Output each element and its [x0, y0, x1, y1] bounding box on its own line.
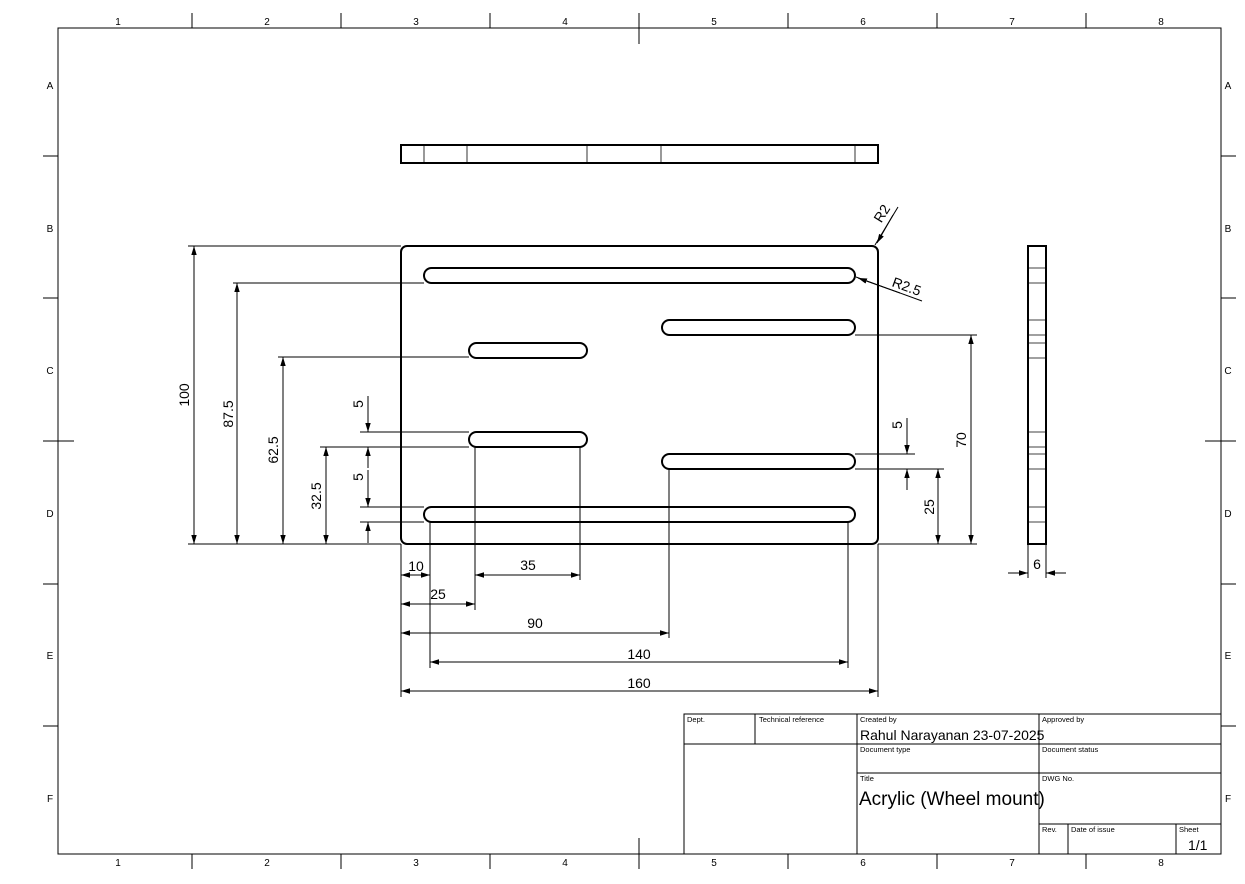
- row-label-left-d: D: [46, 509, 53, 520]
- sheet-label: Sheet: [1179, 825, 1200, 834]
- technical-reference-label: Technical reference: [759, 715, 824, 724]
- sheet-number: 1/1: [1188, 837, 1208, 853]
- zone-labels: 1 2 3 4 5 6 7 8 1 2 3 4 5 6 7 8 A B C D …: [46, 17, 1231, 869]
- dim-10: 10: [408, 558, 424, 574]
- dim-35: 35: [520, 557, 536, 573]
- col-label-bottom-2: 2: [264, 858, 270, 869]
- row-label-left-b: B: [47, 224, 54, 235]
- col-label-bottom-3: 3: [413, 858, 419, 869]
- dim-32-5: 32.5: [308, 482, 324, 509]
- created-by-value: Rahul Narayanan 23-07-2025: [860, 727, 1045, 743]
- col-label-top-3: 3: [413, 17, 419, 28]
- front-view: [400, 245, 879, 545]
- slot-top-long: [423, 267, 856, 284]
- row-label-right-d: D: [1224, 509, 1231, 520]
- dwg-no-label: DWG No.: [1042, 774, 1074, 783]
- plate-outline: [400, 245, 879, 545]
- slot-right-lower: [661, 453, 856, 470]
- row-label-left-e: E: [47, 651, 54, 662]
- side-view: [1027, 245, 1047, 545]
- extension-lines: [188, 206, 1047, 697]
- document-type-label: Document type: [860, 745, 910, 754]
- created-by-label: Created by: [860, 715, 897, 724]
- dim-87-5: 87.5: [220, 400, 236, 427]
- dimension-lines: [191, 214, 1066, 694]
- dim-160: 160: [627, 675, 651, 691]
- col-label-bottom-5: 5: [711, 858, 717, 869]
- row-label-right-f: F: [1225, 794, 1231, 805]
- slot-right-upper: [661, 319, 856, 336]
- col-label-top-2: 2: [264, 17, 270, 28]
- dim-25-vertical: 25: [921, 499, 937, 515]
- col-label-top-4: 4: [562, 17, 568, 28]
- dimension-labels: R2 R2.5 100 87.5 62.5 32.5 5 5 5 70 25 1…: [176, 201, 1041, 691]
- dim-25-horizontal: 25: [430, 586, 446, 602]
- col-label-top-6: 6: [860, 17, 866, 28]
- drawing-title: Acrylic (Wheel mount): [859, 789, 1045, 810]
- dim-90: 90: [527, 615, 543, 631]
- row-label-right-b: B: [1225, 224, 1232, 235]
- col-label-bottom-4: 4: [562, 858, 568, 869]
- dim-5-left-top: 5: [350, 400, 366, 408]
- document-status-label: Document status: [1042, 745, 1099, 754]
- dept-label: Dept.: [687, 715, 705, 724]
- zone-ticks: [43, 13, 1236, 869]
- row-label-left-a: A: [47, 81, 54, 92]
- dim-62-5: 62.5: [265, 436, 281, 463]
- slot-left-lower: [468, 431, 588, 448]
- dim-5-left-bottom: 5: [350, 473, 366, 481]
- title-block: Dept. Technical reference Created by App…: [683, 713, 1222, 855]
- row-label-left-f: F: [47, 794, 53, 805]
- slot-left-upper: [468, 342, 588, 359]
- col-label-top-8: 8: [1158, 17, 1164, 28]
- dim-100: 100: [176, 383, 192, 407]
- col-label-bottom-7: 7: [1009, 858, 1015, 869]
- approved-by-label: Approved by: [1042, 715, 1084, 724]
- col-label-bottom-1: 1: [115, 858, 121, 869]
- dim-70: 70: [953, 432, 969, 448]
- slot-bottom-long: [423, 506, 856, 523]
- row-label-right-c: C: [1224, 366, 1231, 377]
- row-label-right-a: A: [1225, 81, 1232, 92]
- row-label-left-c: C: [46, 366, 53, 377]
- col-label-top-1: 1: [115, 17, 121, 28]
- row-label-right-e: E: [1225, 651, 1232, 662]
- col-label-bottom-6: 6: [860, 858, 866, 869]
- dim-5-right: 5: [889, 421, 905, 429]
- rev-label: Rev.: [1042, 825, 1057, 834]
- dim-140: 140: [627, 646, 651, 662]
- col-label-top-7: 7: [1009, 17, 1015, 28]
- dim-r2: R2: [870, 201, 893, 225]
- col-label-bottom-8: 8: [1158, 858, 1164, 869]
- top-view: [400, 144, 879, 164]
- date-of-issue-label: Date of issue: [1071, 825, 1115, 834]
- col-label-top-5: 5: [711, 17, 717, 28]
- title-label: Title: [860, 774, 874, 783]
- dim-6: 6: [1033, 556, 1041, 572]
